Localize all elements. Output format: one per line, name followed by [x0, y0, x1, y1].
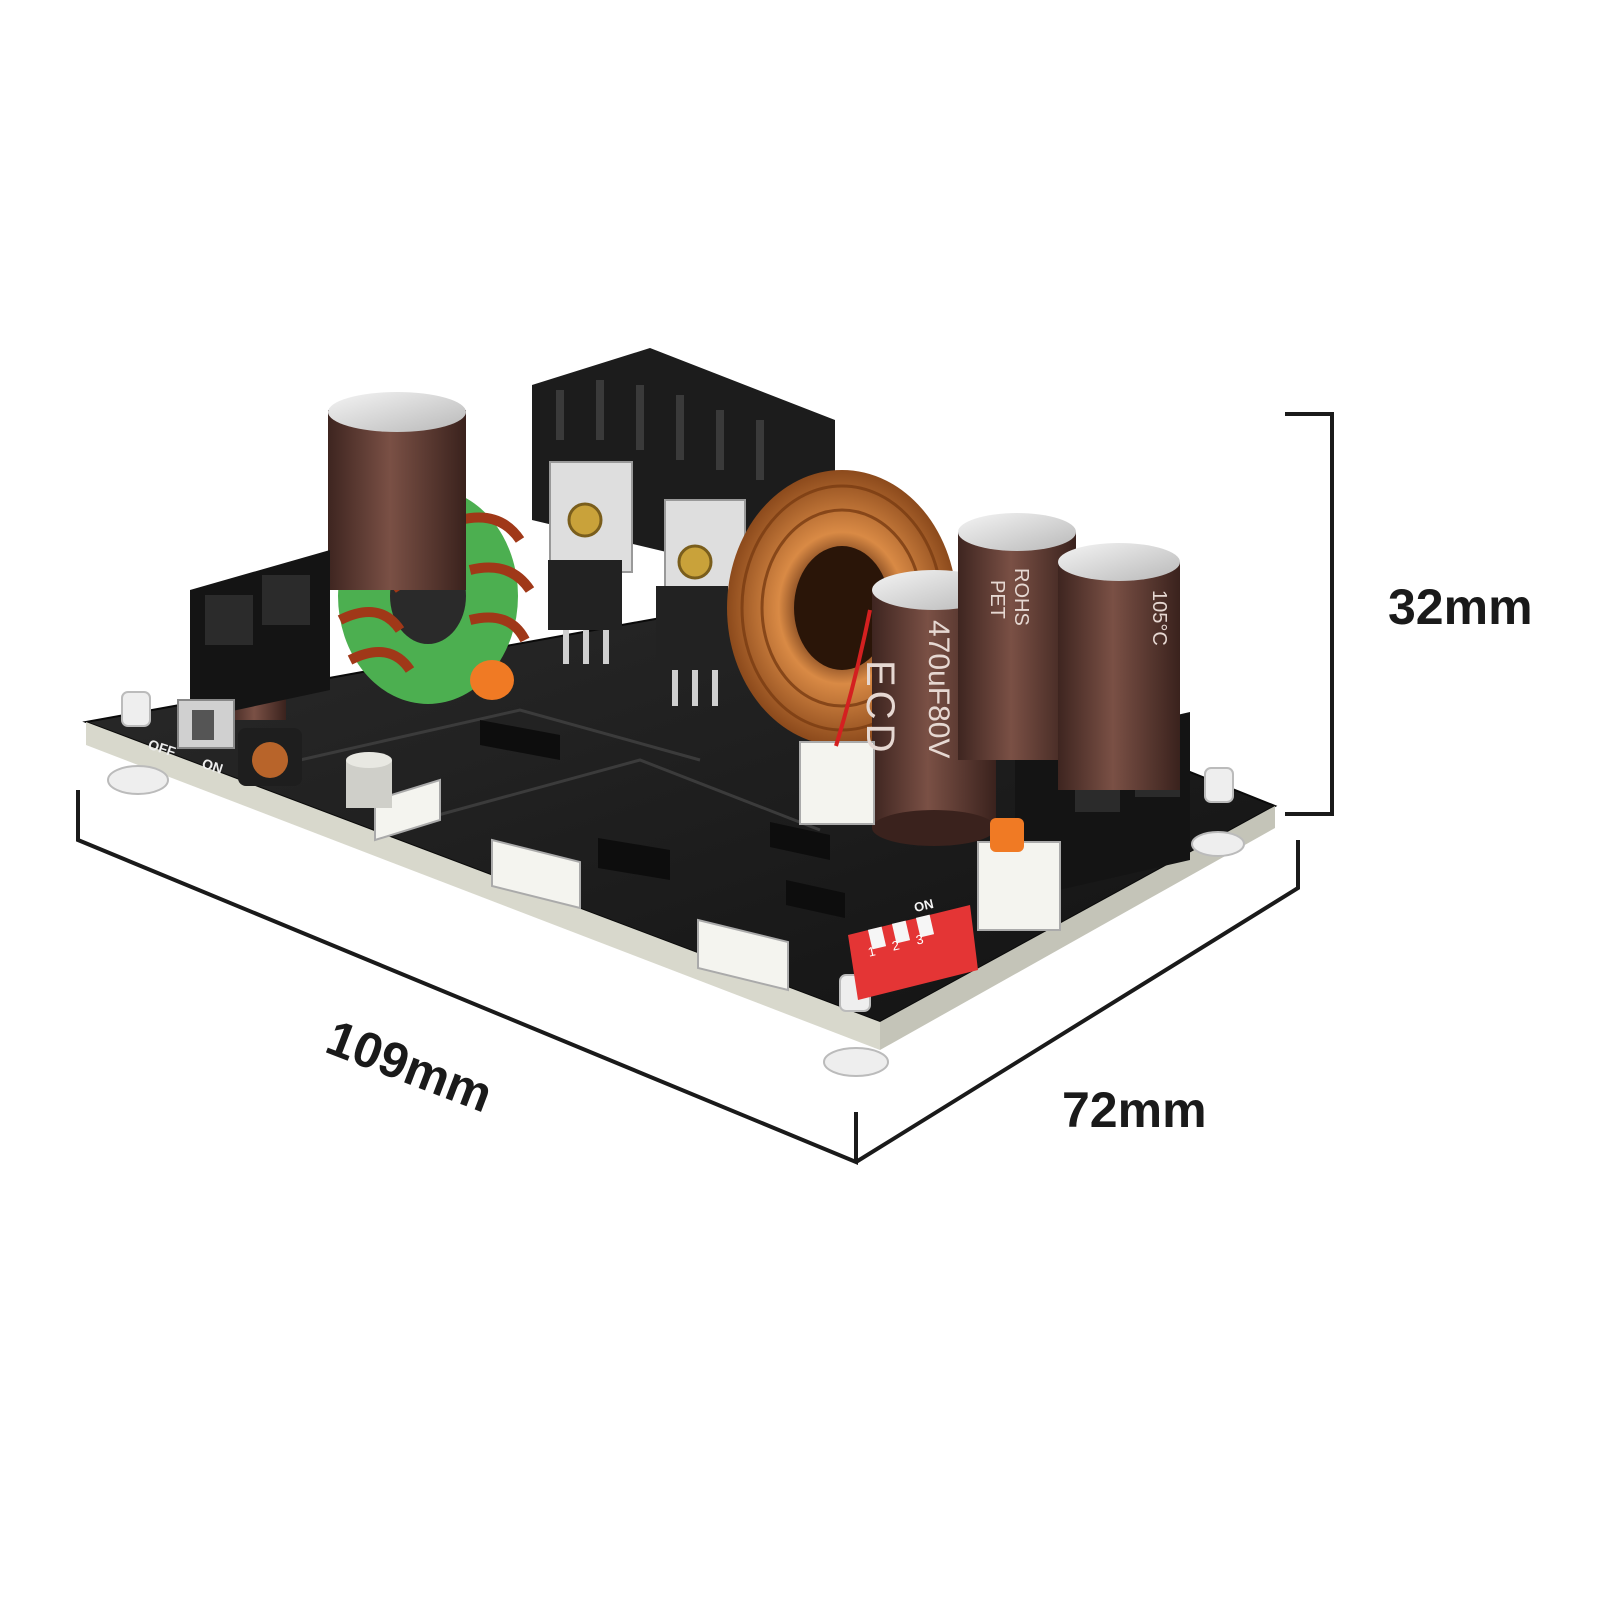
small-inductor: [238, 728, 302, 786]
jst-connectors: [374, 741, 1061, 992]
capacitor-big-middle: [958, 513, 1076, 760]
dimension-lines: [76, 412, 1334, 1165]
ic-chips: [480, 720, 845, 918]
dip-switch: [848, 905, 978, 1000]
mosfet-left: [548, 461, 633, 664]
capacitor-big-right: [1058, 543, 1180, 790]
capacitor-brand-label: ECD: [858, 660, 902, 757]
height-dimension-label: 32mm: [1388, 579, 1533, 635]
capacitor-rohs-label: ROHS: [1010, 568, 1032, 626]
capacitor-pet-label: PET: [986, 580, 1008, 619]
length-dimension-line: [76, 790, 858, 1165]
small-aluminum-capacitor: [346, 752, 392, 808]
capacitor-rating-label: 470uF80V: [922, 620, 955, 759]
red-wire: [834, 609, 872, 747]
power-switch: [177, 699, 235, 749]
width-dimension-line: [854, 840, 1300, 1164]
input-terminal-block: [190, 550, 330, 720]
capacitor-temp-label: 105°C: [1148, 590, 1170, 646]
orange-polyfuse: [990, 818, 1024, 852]
height-dimension-line: [1285, 412, 1334, 816]
capacitor-top-left: [328, 392, 466, 590]
standoffs: [107, 691, 1245, 1077]
width-dimension-label: 72mm: [1062, 1082, 1207, 1138]
